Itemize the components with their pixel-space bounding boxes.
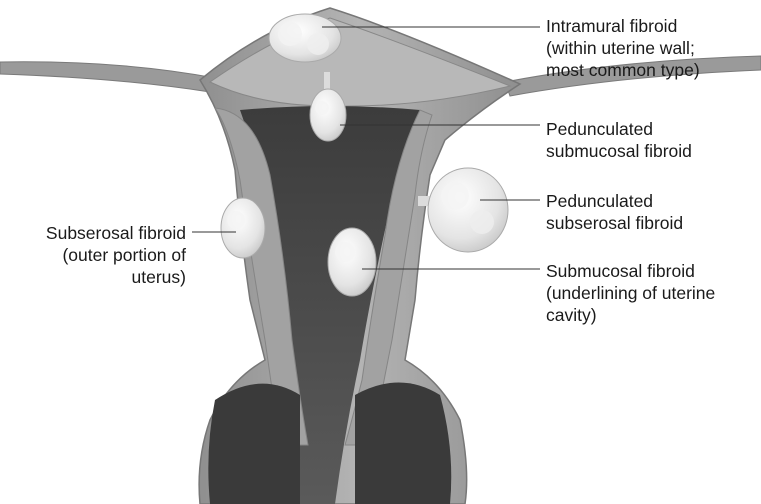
vaginal-canal <box>355 383 451 504</box>
label-line: Pedunculated <box>546 118 692 140</box>
cervix-canal <box>208 384 300 504</box>
label-line: most common type) <box>546 59 700 81</box>
pedunculated-subserosal-fibroid <box>418 168 508 252</box>
label-line: Submucosal fibroid <box>546 260 715 282</box>
label-line: subserosal fibroid <box>546 212 683 234</box>
submucosal-fibroid <box>328 228 376 296</box>
left-fallopian-tube <box>0 62 215 92</box>
label-submucosal-fibroid: Submucosal fibroid (underlining of uteri… <box>546 260 715 326</box>
label-pedunculated-subserosal-fibroid: Pedunculated subserosal fibroid <box>546 190 683 234</box>
label-subserosal-fibroid: Subserosal fibroid (outer portion of ute… <box>0 222 186 288</box>
label-line: uterus) <box>0 266 186 288</box>
subserosal-fibroid <box>221 198 265 258</box>
label-line: Subserosal fibroid <box>0 222 186 244</box>
label-line: submucosal fibroid <box>546 140 692 162</box>
label-line: (within uterine wall; <box>546 37 700 59</box>
label-line: (underlining of uterine <box>546 282 715 304</box>
label-line: cavity) <box>546 304 715 326</box>
label-pedunculated-submucosal-fibroid: Pedunculated submucosal fibroid <box>546 118 692 162</box>
label-line: (outer portion of <box>0 244 186 266</box>
label-intramural-fibroid: Intramural fibroid (within uterine wall;… <box>546 15 700 81</box>
label-line: Intramural fibroid <box>546 15 700 37</box>
label-line: Pedunculated <box>546 190 683 212</box>
intramural-fibroid <box>269 14 341 62</box>
